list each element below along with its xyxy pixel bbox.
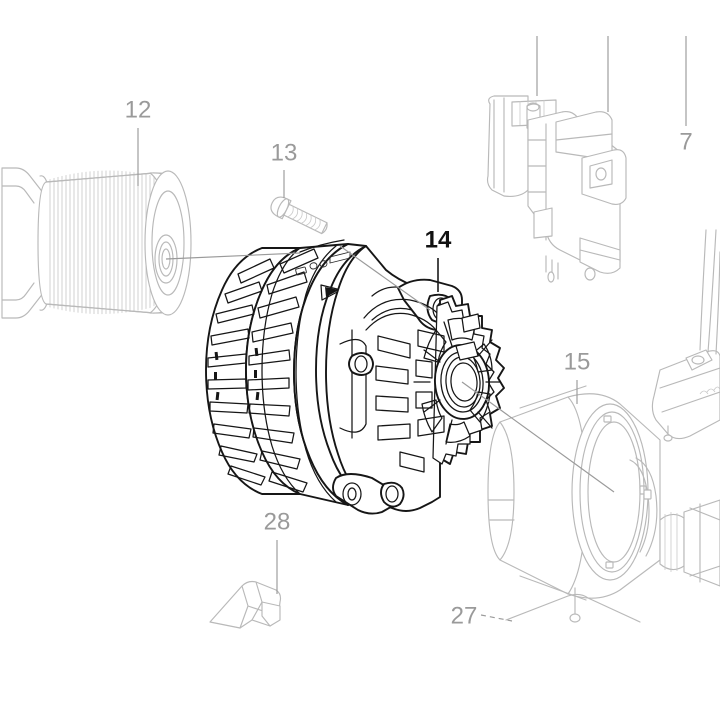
- part-wire-loop: [629, 457, 658, 557]
- housing-pockets: [399, 329, 445, 473]
- leader-15b: [461, 381, 615, 493]
- part-gearbox-14: [205, 239, 505, 515]
- part-motor-15: [487, 385, 661, 601]
- callout-14: 14: [425, 226, 452, 253]
- callout-12: 12: [125, 96, 152, 123]
- callout-28: 28: [264, 508, 291, 535]
- part-screw-13: [270, 196, 328, 235]
- callout-27: 27: [451, 602, 478, 629]
- callout-numbers: 12 13 14 15 7 27 28: [125, 96, 693, 629]
- mode-indicator-marks: [295, 251, 351, 276]
- leader-14b: [339, 245, 431, 311]
- callout-13: 13: [271, 139, 298, 166]
- callout-7: 7: [679, 128, 692, 155]
- housing-slots: [375, 335, 411, 441]
- part-housing-27: [505, 587, 641, 623]
- torque-setting-marks: [214, 347, 260, 401]
- leader-27: [480, 614, 513, 622]
- part-armature-fan: [659, 499, 720, 587]
- clutch-grip-ribs-2: [247, 248, 319, 493]
- part-control-module: [651, 229, 720, 442]
- part-clip-28: [209, 580, 282, 629]
- part-switch-7: [486, 36, 627, 283]
- clutch-grip-ribs: [207, 258, 275, 486]
- part-chuck-12: [1, 167, 192, 319]
- leader-12b: [165, 252, 301, 260]
- leader-lines: [137, 36, 687, 622]
- callout-15: 15: [564, 348, 591, 375]
